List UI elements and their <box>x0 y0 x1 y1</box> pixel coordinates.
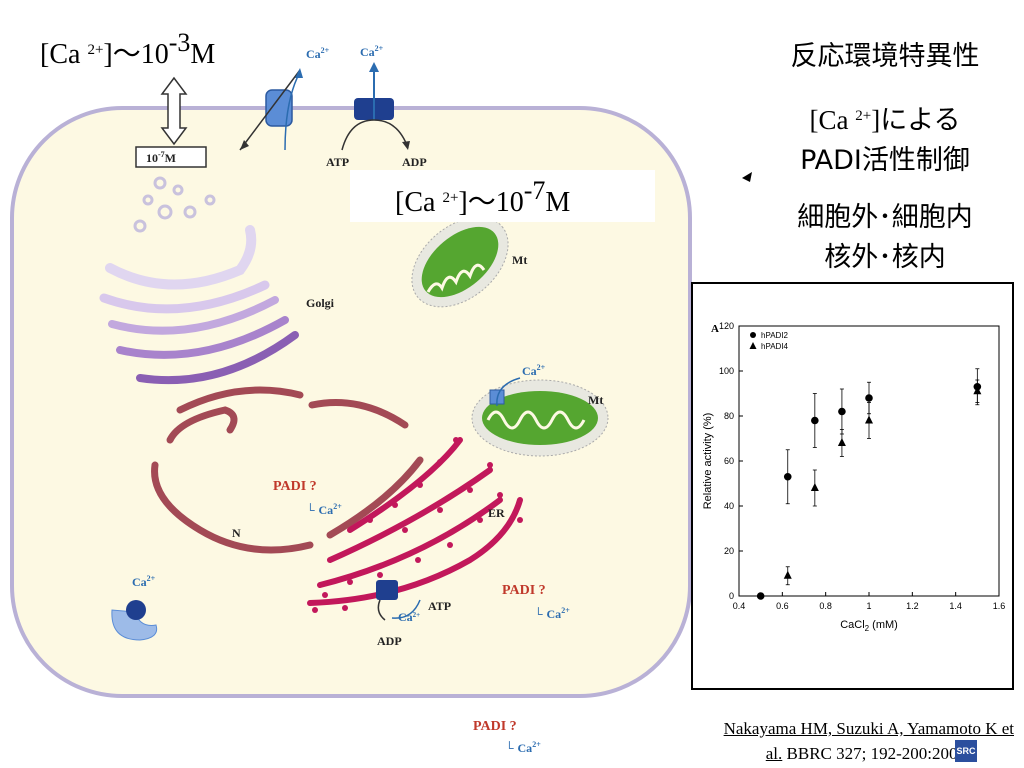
adp-label-top: ADP <box>402 155 427 169</box>
concentration-box <box>135 146 207 168</box>
data-point-hPADI2 <box>811 416 819 425</box>
data-point-hPADI4 <box>973 386 982 395</box>
golgi-apparatus <box>99 225 299 385</box>
activity-chart: 0.4 0.6 0.8 1 1.2 1.4 1.6 0 20 40 60 80 100 120CaCl2 … <box>702 321 1006 633</box>
x-tick-label: 0.6 <box>776 601 789 611</box>
atp-label-er: ATP <box>428 599 451 613</box>
mt-label-right: Mt <box>588 393 603 407</box>
ca-concentration-extracellular: [Ca 2+]〜10-3M <box>40 28 216 70</box>
data-point-hPADI4 <box>837 438 846 446</box>
y-tick-label: 100 <box>719 366 734 376</box>
padi-label-nucleus: PADI ? <box>273 479 317 494</box>
nuclear-envelope <box>151 386 424 554</box>
ca-label-padi-cytoplasm: └Ca2+ <box>534 606 570 621</box>
ca-label-protein: Ca2+ <box>132 574 156 589</box>
padi-label-extracellular: PADI ? <box>473 719 517 734</box>
endoplasmic-reticulum <box>307 437 523 606</box>
legend-marker <box>749 342 757 349</box>
location-line1: 細胞外･細胞内 <box>797 202 973 233</box>
y-tick-label: 20 <box>724 546 734 556</box>
ca-pump-membrane <box>341 62 410 151</box>
ca-label-channel: Ca2+ <box>306 46 330 61</box>
y-tick-label: 60 <box>724 456 734 466</box>
x-tick-label: 1 <box>866 601 871 611</box>
adp-label-er: ADP <box>377 634 402 648</box>
ca-channel <box>239 68 303 151</box>
panel-label: A <box>711 323 719 335</box>
data-point-hPADI2 <box>783 472 792 481</box>
data-point-hPADI2 <box>756 592 765 600</box>
x-tick-label: 1.6 <box>993 601 1006 611</box>
ca-pump-er <box>376 580 421 621</box>
data-point-hPADI2 <box>865 394 873 402</box>
legend-label: hPADI2 <box>761 331 789 340</box>
mitochondrion-top <box>411 216 509 308</box>
mt-label-top: Mt <box>512 253 527 267</box>
title-reaction-specificity: 反応環境特異性 <box>790 41 980 72</box>
reference-journal: BBRC 327; 192-200:2005 <box>782 744 966 763</box>
concentration-double-arrow <box>160 76 188 146</box>
ca-label-padi-extracellular: └Ca2+ <box>505 740 541 755</box>
location-line2: 核外･核内 <box>824 242 946 273</box>
atp-label-top: ATP <box>326 155 349 169</box>
reference-citation: Nakayama HM, Suzuki A, Yamamoto K et al.… <box>610 716 1014 766</box>
ca-binding-protein <box>111 600 158 641</box>
reference-al: al. <box>765 744 783 763</box>
ca-label-mito: Ca2+ <box>522 363 546 378</box>
src-logo: SRC <box>955 740 977 762</box>
x-tick-label: 1.2 <box>906 601 919 611</box>
y-tick-label: 0 <box>729 591 734 601</box>
golgi-label: Golgi <box>306 296 335 310</box>
padi-control-line1: [Ca 2+]による <box>809 105 961 136</box>
padi-label-cytoplasm: PADI ? <box>502 583 546 598</box>
ca-label-padi-nucleus: └Ca2+ <box>306 502 342 517</box>
data-point-hPADI2 <box>838 407 846 416</box>
data-point-hPADI4 <box>810 483 819 491</box>
padi-control-line2: PADI活性制御 <box>800 145 970 176</box>
er-label: ER <box>488 506 505 520</box>
pointer-mark <box>742 172 752 182</box>
y-tick-label: 80 <box>724 411 734 421</box>
padi-control-text: [Ca 2+]による PADI活性制御 <box>760 96 1010 181</box>
nucleus-label: N <box>232 526 241 540</box>
ca-concentration-box <box>350 170 655 222</box>
ca-concentration-intracellular: [Ca 2+]〜10-7M <box>395 176 571 218</box>
data-point-hPADI4 <box>865 415 873 424</box>
legend-marker <box>750 332 756 338</box>
y-tick-label: 40 <box>724 501 734 511</box>
y-axis-label: Relative activity (%) <box>702 413 714 510</box>
location-text: 細胞外･細胞内 核外･核内 <box>760 198 1010 278</box>
er-ribosomes <box>312 437 523 613</box>
vesicles <box>133 176 216 233</box>
mitochondrion-right <box>471 377 609 457</box>
ca-label-pump: Ca2+ <box>360 44 384 59</box>
reference-authors: Nakayama HM, Suzuki A, Yamamoto K et <box>723 719 1014 738</box>
x-tick-label: 1.4 <box>949 601 962 611</box>
data-point-hPADI4 <box>783 570 792 579</box>
concentration-box-label: 10-7M <box>146 150 176 165</box>
plot-area <box>738 325 1000 597</box>
y-tick-label: 120 <box>719 321 734 331</box>
x-axis-label: CaCl2 (mM) <box>840 619 898 633</box>
x-tick-label: 0.8 <box>819 601 832 611</box>
x-tick-label: 0.4 <box>733 601 746 611</box>
ca-label-er: Ca2+ <box>398 610 420 624</box>
legend-label: hPADI4 <box>761 342 789 351</box>
